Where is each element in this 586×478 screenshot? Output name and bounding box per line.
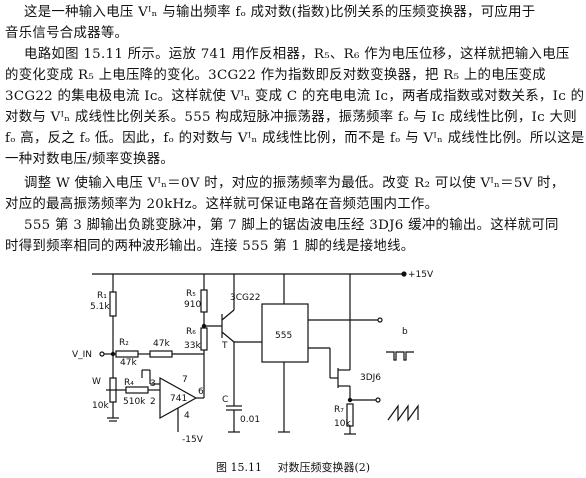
- svg-text:7: 7: [182, 375, 188, 385]
- paragraph-line: 时得到频率相同的两种波形输出。连接 555 第 1 脚的线是接地线。: [5, 239, 415, 254]
- svg-text:-15V: -15V: [182, 435, 204, 445]
- fet-label: 3DJ6: [360, 373, 381, 383]
- paragraph-line: 555 第 3 脚输出负跳变脉冲，第 7 脚上的锯齿波电压经 3DJ6 缓冲的输…: [24, 218, 559, 233]
- supply-positive-label: +15V: [408, 270, 434, 280]
- svg-text:910: 910: [184, 300, 201, 310]
- svg-text:C: C: [222, 395, 228, 405]
- r3-resistor: [149, 350, 173, 358]
- r2-resistor: [115, 350, 139, 358]
- paragraph-line: 一种对数电压/频率变换器。: [5, 152, 175, 167]
- r6-resistor: [200, 327, 208, 351]
- paragraph-line: 这是一种输入电压 Vᴵₙ 与输出频率 fₒ 成对数(指数)比例关系的压频变换器，…: [24, 5, 536, 20]
- timer-555: [261, 303, 309, 363]
- paragraph-line: 音乐信号合成器等。: [5, 26, 129, 41]
- svg-text:741: 741: [170, 394, 187, 404]
- svg-text:W: W: [92, 377, 101, 387]
- svg-text:10k: 10k: [334, 419, 351, 429]
- output-b-label: b: [402, 327, 408, 337]
- caption-number: 图 15.11: [215, 461, 262, 474]
- vin-label: V_IN: [72, 350, 92, 360]
- paragraph-line: 对数与 Vᴵₙ 成线性比例关系。555 构成短脉冲振荡器，振荡频率 fₒ 与 I…: [5, 110, 577, 125]
- svg-text:10k: 10k: [92, 401, 109, 411]
- svg-text:2: 2: [150, 397, 156, 407]
- svg-text:33k: 33k: [184, 341, 201, 351]
- pnp-transistor-label: 3CG22: [230, 293, 260, 303]
- svg-text:4: 4: [184, 411, 190, 421]
- figure-caption: 图 15.11 对数压频变换器(2): [0, 459, 586, 475]
- svg-text:555: 555: [275, 331, 292, 341]
- paragraph-line: 的变化变成 R₅ 上电压降的变化。3CG22 作为指数即反对数变换器，把 R₅ …: [5, 68, 546, 83]
- svg-text:6: 6: [198, 387, 204, 397]
- svg-text:T: T: [221, 341, 228, 351]
- r1-resistor: [109, 291, 117, 317]
- svg-text:47k: 47k: [120, 358, 137, 368]
- svg-text:510k: 510k: [123, 397, 146, 407]
- svg-text:0.01: 0.01: [240, 415, 260, 425]
- circuit-diagram: +15V R₁ 5.1k V_IN R₂ 47k 47k W 10k R₄ 51…: [72, 270, 434, 445]
- svg-text:R₁: R₁: [97, 291, 107, 301]
- paragraph-line: 电路如图 15.11 所示。运放 741 用作反相器，R₅、R₆ 作为电压位移，…: [24, 47, 570, 62]
- svg-text:47k: 47k: [153, 339, 170, 349]
- paragraph-line: 调整 W 使输入电压 Vᴵₙ＝0V 时，对应的振荡频率为最低。改变 R₂ 可以使…: [24, 176, 565, 191]
- paragraph-line: 3CG22 的集电极电流 Iᴄ。这样就使 Vᴵₙ 变成 C 的充电电流 Iᴄ，两…: [5, 89, 585, 104]
- svg-text:R₅: R₅: [186, 289, 196, 299]
- svg-text:R₄: R₄: [124, 378, 134, 388]
- svg-text:5.1k: 5.1k: [90, 302, 110, 312]
- svg-text:R₆: R₆: [186, 327, 196, 337]
- svg-text:R₇: R₇: [334, 405, 344, 415]
- paragraph-line: 对应的最高振荡频率为 20kHz。这样就可保证电路在音频范围内工作。: [5, 197, 439, 212]
- svg-text:R₂: R₂: [119, 338, 129, 348]
- caption-title: 对数压频变换器(2): [277, 461, 371, 474]
- paragraph-line: fₒ 高，反之 fₒ 低。因此，fₒ 的对数与 Vᴵₙ 成线性比例，而不是 fₒ…: [5, 131, 585, 146]
- r5-resistor: [200, 289, 208, 313]
